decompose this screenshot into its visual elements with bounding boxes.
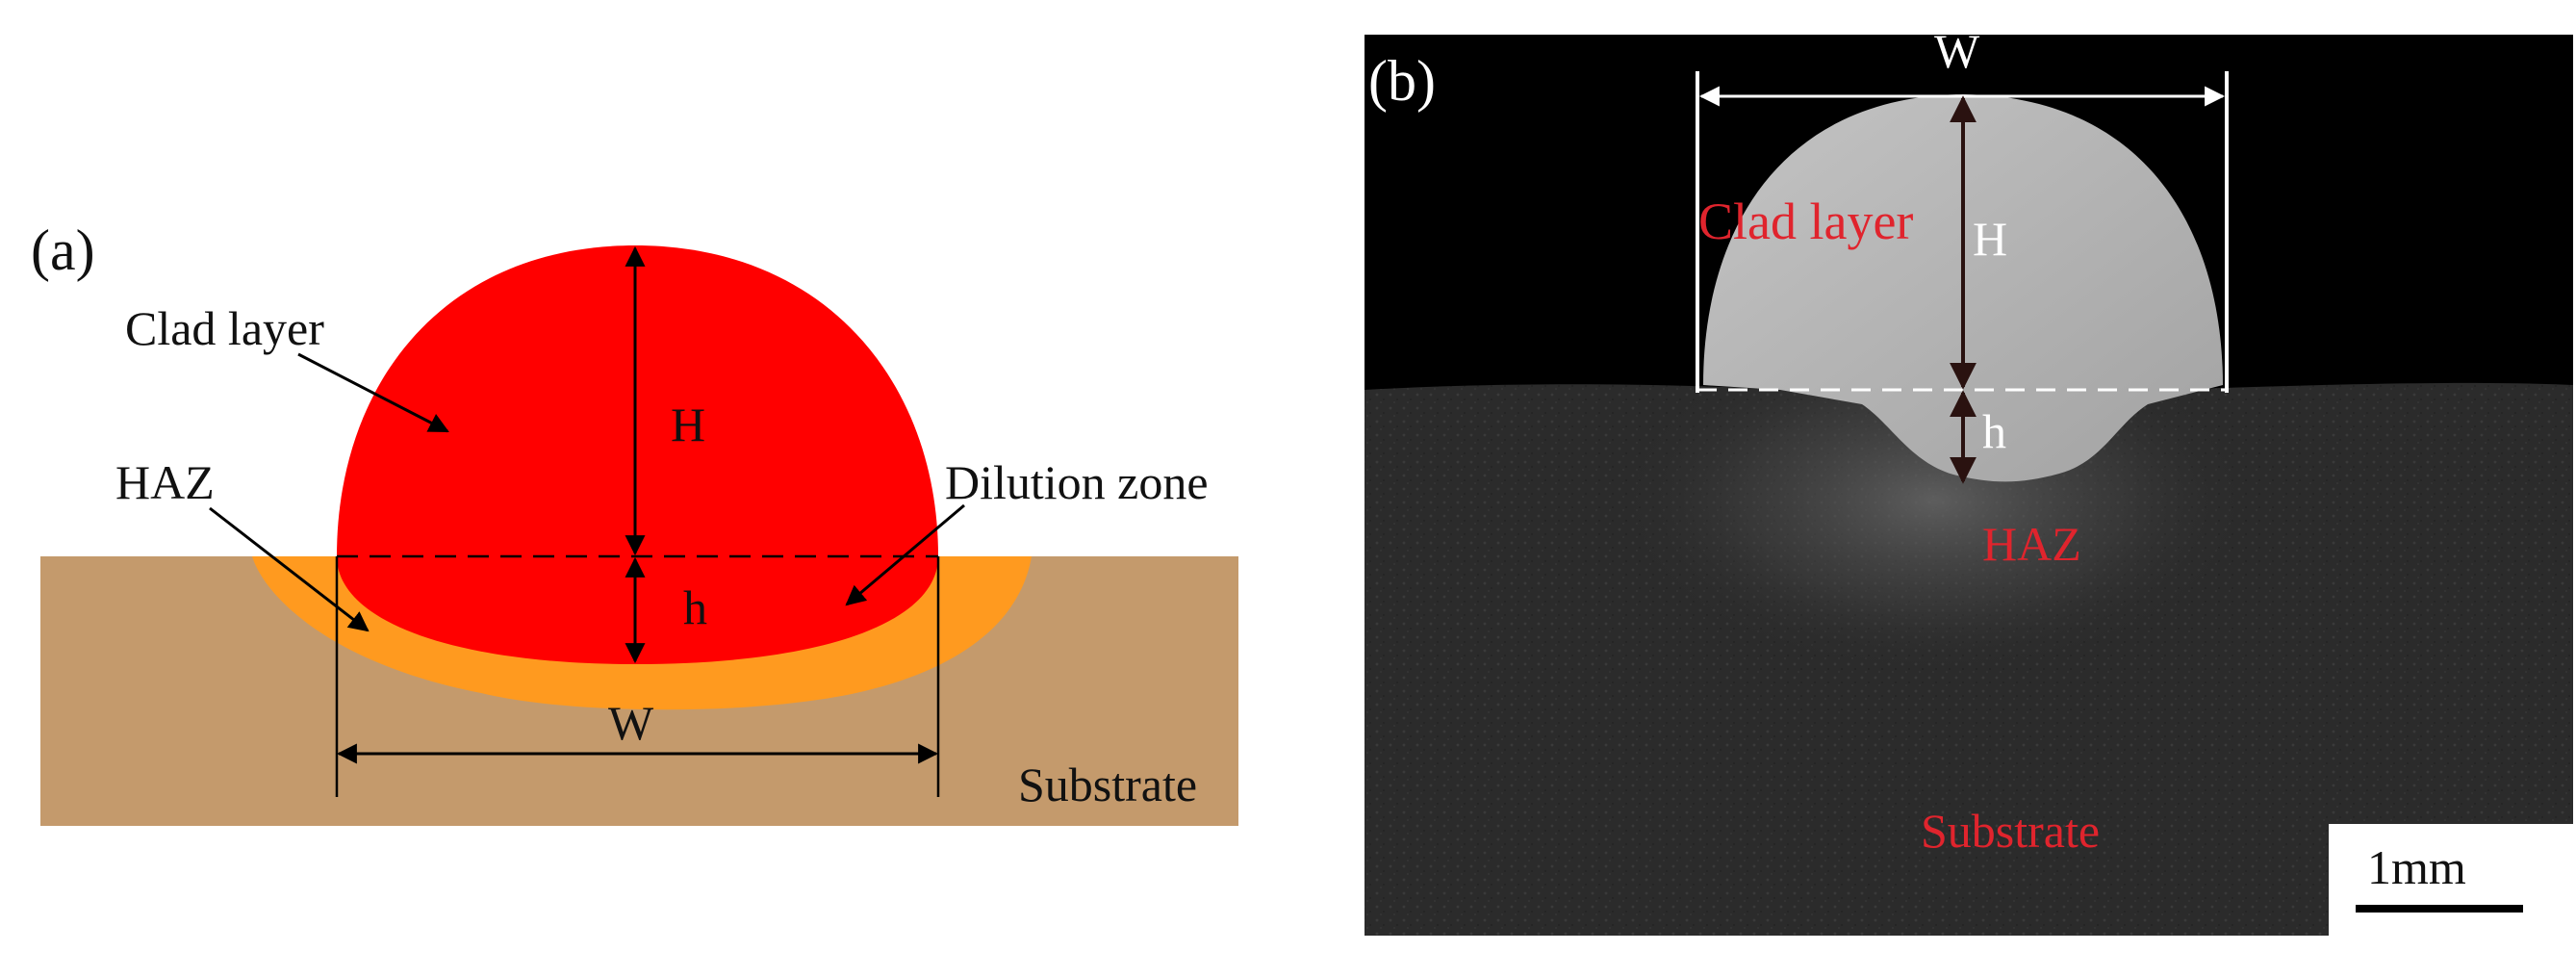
b-haz-label: HAZ bbox=[1982, 517, 2081, 571]
panel-a: (a) Clad layer HAZ Dilution zone Substra… bbox=[31, 219, 1238, 826]
b-H-label: H bbox=[1973, 212, 2007, 266]
dilution-zone-label: Dilution zone bbox=[945, 455, 1209, 509]
scale-bar-box bbox=[2329, 824, 2573, 936]
b-h-label: h bbox=[1982, 404, 2006, 458]
substrate-label: Substrate bbox=[1018, 758, 1197, 811]
panel-b: (b) W Clad layer H h HAZ Substrate 1mm bbox=[1365, 24, 2573, 936]
b-clad-layer-label: Clad layer bbox=[1698, 193, 1913, 250]
haz-pointer bbox=[209, 506, 370, 632]
haz-label: HAZ bbox=[115, 455, 215, 509]
clad-layer-pointer bbox=[297, 352, 449, 433]
dilution-zone-pointer bbox=[845, 503, 965, 606]
b-W-label: W bbox=[1934, 24, 1980, 78]
clad-layer-label: Clad layer bbox=[125, 301, 324, 355]
b-substrate-label: Substrate bbox=[1921, 804, 2100, 858]
W-label: W bbox=[608, 696, 654, 750]
scale-bar-label: 1mm bbox=[2367, 840, 2466, 894]
H-label: H bbox=[671, 398, 705, 451]
h-label: h bbox=[683, 580, 707, 634]
clad-layer-region bbox=[337, 245, 938, 664]
panel-a-tag: (a) bbox=[31, 219, 95, 282]
panel-b-tag: (b) bbox=[1368, 49, 1436, 113]
